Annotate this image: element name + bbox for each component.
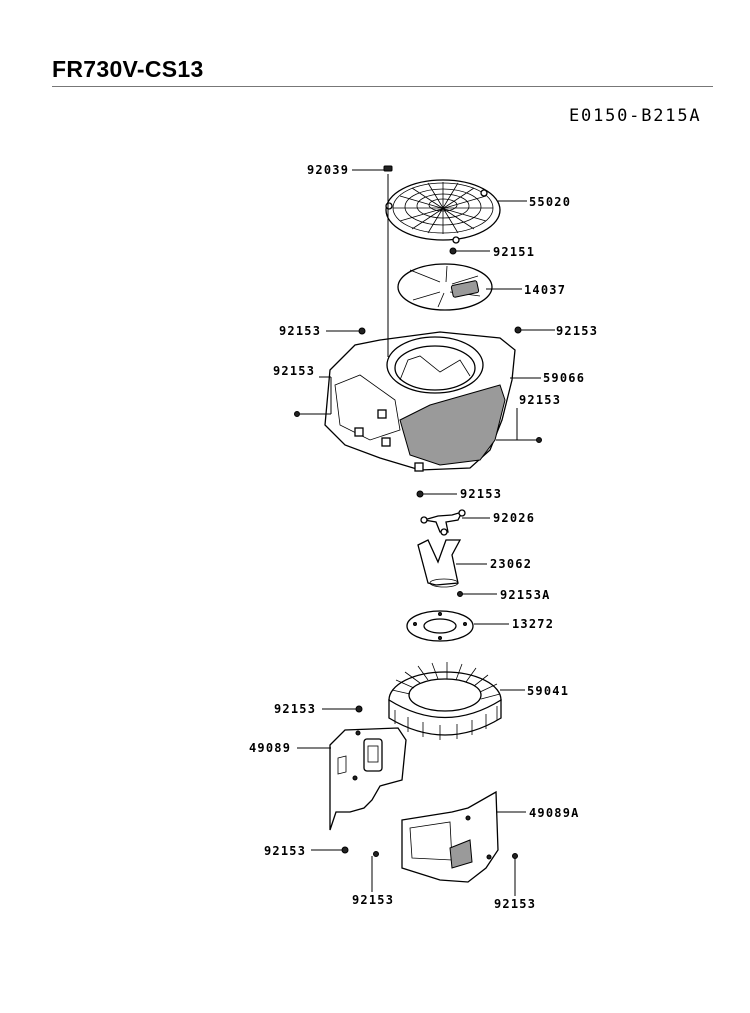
label-92039: 92039 bbox=[307, 163, 349, 177]
label-92153A: 92153A bbox=[500, 588, 551, 602]
diagram-code: E0150-B215A bbox=[569, 106, 702, 126]
label-92151: 92151 bbox=[493, 245, 535, 259]
label-92153-base-left: 92153 bbox=[352, 893, 394, 907]
fan-screen-drawing bbox=[385, 179, 501, 244]
model-title: FR730V-CS13 bbox=[52, 56, 204, 82]
label-49089: 49089 bbox=[249, 741, 291, 755]
cover-left-drawing bbox=[329, 727, 407, 831]
label-92153-upper-left: 92153 bbox=[279, 324, 321, 338]
cover-right-drawing bbox=[401, 790, 499, 883]
label-92153-cover-bottom: 92153 bbox=[264, 844, 306, 858]
plate-drawing bbox=[406, 610, 474, 642]
label-55020: 55020 bbox=[529, 195, 571, 209]
part-labels: 92039 55020 92151 14037 92153 92153 9215… bbox=[249, 163, 598, 911]
label-59041: 59041 bbox=[527, 684, 569, 698]
label-92026: 92026 bbox=[493, 511, 535, 525]
label-59066: 59066 bbox=[543, 371, 585, 385]
label-92153-housing-bottom: 92153 bbox=[460, 487, 502, 501]
label-13272: 13272 bbox=[512, 617, 554, 631]
label-49089A: 49089A bbox=[529, 806, 580, 820]
label-23062: 23062 bbox=[490, 557, 532, 571]
label-92153-cover-top: 92153 bbox=[274, 702, 316, 716]
bracket-drawing bbox=[420, 509, 466, 536]
flywheel-fan-drawing bbox=[388, 662, 502, 740]
label-92153-upper-right: 92153 bbox=[556, 324, 598, 338]
guide-drawing bbox=[417, 539, 462, 588]
blower-housing-drawing bbox=[324, 331, 516, 472]
screw-icons bbox=[294, 165, 542, 859]
label-92153-base-right: 92153 bbox=[494, 897, 536, 911]
label-92153-housing-left: 92153 bbox=[273, 364, 315, 378]
label-92153-housing-right: 92153 bbox=[519, 393, 561, 407]
label-14037: 14037 bbox=[524, 283, 566, 297]
title-rule bbox=[52, 86, 713, 87]
leader-lines bbox=[297, 169, 555, 896]
fan-plate-drawing bbox=[397, 263, 493, 311]
